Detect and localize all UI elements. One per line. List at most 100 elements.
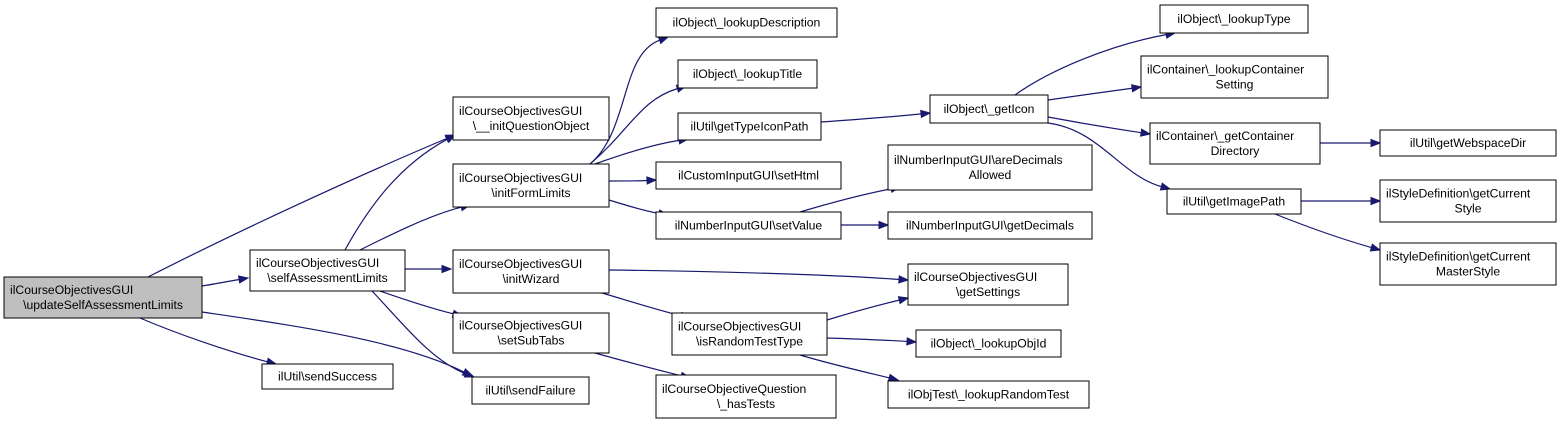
edge-line [359,206,462,251]
node-box [677,59,818,89]
node-box [655,374,837,419]
edge-getIcon-to-lookupContainerSetting [1047,84,1143,101]
edge-line [1047,122,1162,188]
edge-root-to-sendSuccess [139,317,278,366]
node-is-random-test-type[interactable]: ilCourseObjectivesGUI\isRandomTestType [671,312,828,356]
edge-line [608,179,648,182]
edge-isRandomTestType-to-getSettings [826,296,910,321]
edge-line [799,188,892,213]
node-init-form-limits[interactable]: ilCourseObjectivesGUI\initFormLimits [452,163,610,208]
arrowhead-icon [237,275,250,284]
node-box [907,263,1069,306]
node-get-type-icon-path[interactable]: ilUtil\getTypeIconPath [677,112,822,141]
node-label-line: ilUtil\sendFailure [485,384,575,398]
node-box [1379,129,1557,157]
edge-line [147,137,447,278]
node-label-line: ilObject\_getIcon [944,102,1035,116]
node-box [452,312,610,354]
node-label-line: ilCourseObjectivesGUI [459,257,582,271]
node-label-line: ilCourseObjectivesGUI [459,171,582,185]
node-get-icon[interactable]: ilObject\_getIcon [929,94,1049,124]
edge-line [139,317,268,363]
edge-initFormLimits-to-getTypeIconPath [594,136,690,165]
edge-getIcon-to-getImagePath [1047,122,1172,191]
node-box [452,96,610,141]
arrowhead-icon [1370,196,1382,206]
node-label-line: ilUtil\getImagePath [1183,195,1285,209]
edge-getIcon-to-getContainerDirectory [1047,116,1152,137]
node-send-success[interactable]: ilUtil\sendSuccess [261,363,394,390]
node-label-line: ilCourseObjectivesGUI [459,104,582,118]
node-box [1166,188,1302,215]
node-box [1149,122,1321,165]
node-send-failure[interactable]: ilUtil\sendFailure [471,376,590,405]
node-box [887,144,1093,191]
edge-initWizard-to-getSettings [608,269,910,284]
node-set-html[interactable]: ilCustomInputGUI\setHtml [655,161,842,190]
edge-line [608,269,900,280]
node-label-line: ilObject\_lookupType [1177,12,1290,26]
node-box [3,276,203,319]
node-box [1159,4,1309,34]
edge-line [826,337,908,343]
node-self-assessment-limits[interactable]: ilCourseObjectivesGUI\selfAssessmentLimi… [249,249,406,292]
node-get-decimals[interactable]: ilNumberInputGUI\getDecimals [887,211,1093,240]
node-label-line: MasterStyle [1436,265,1501,279]
node-init-question-object[interactable]: ilCourseObjectivesGUI\__initQuestionObje… [452,96,610,141]
node-set-sub-tabs[interactable]: ilCourseObjectivesGUI\setSubTabs [452,312,610,354]
node-has-tests[interactable]: ilCourseObjectiveQuestion\_hasTests [655,374,837,419]
edge-selfAssessmentLimits-to-initWizard [405,264,453,274]
node-lookup-type[interactable]: ilObject\_lookupType [1159,4,1309,34]
node-box [452,249,610,294]
edge-line [201,278,240,287]
arrowhead-icon [1139,128,1152,137]
node-get-settings[interactable]: ilCourseObjectivesGUI\getSettings [907,263,1069,306]
node-lookup-description[interactable]: ilObject\_lookupDescription [655,7,838,38]
edge-line [826,299,900,321]
node-box [671,312,828,356]
node-get-image-path[interactable]: ilUtil\getImagePath [1166,188,1302,215]
arrowhead-icon [646,176,658,185]
node-label-line: \selfAssessmentLimits [267,271,388,285]
node-label-line: ilObject\_lookupDescription [673,16,821,30]
node-label-line: ilCustomInputGUI\setHtml [678,169,819,183]
node-label-line: \initWizard [503,272,560,286]
edge-line [594,139,680,165]
node-box [655,7,838,38]
node-label-line: \setSubTabs [497,334,564,348]
node-label-line: \_hasTests [717,397,775,411]
node-root[interactable]: ilCourseObjectivesGUI\updateSelfAssessme… [3,276,203,319]
edge-getTypeIconPath-to-getIcon [820,109,932,123]
node-lookup-random-test[interactable]: ilObjTest\_lookupRandomTest [887,380,1090,409]
node-box [929,94,1049,124]
node-label-line: \isRandomTestType [696,335,803,349]
node-box [471,376,590,405]
node-label-line: ilStyleDefinition\getCurrent [1386,250,1531,264]
node-label-line: ilUtil\getWebspaceDir [1410,136,1526,150]
edge-line [799,354,890,379]
edge-line [1014,34,1167,96]
node-label-line: ilCourseObjectiveQuestion [662,382,806,396]
edge-line [608,199,660,215]
node-set-value[interactable]: ilNumberInputGUI\setValue [655,211,842,240]
arrowhead-icon [463,369,476,378]
node-label-line: ilNumberInputGUI\areDecimals [894,153,1063,167]
node-get-webspace-dir[interactable]: ilUtil\getWebspaceDir [1379,129,1557,157]
node-lookup-title[interactable]: ilObject\_lookupTitle [677,59,818,89]
edge-getImagePath-to-getCurrentStyle [1301,196,1382,206]
node-box [452,163,610,208]
node-label-line: Style [1454,202,1481,216]
node-box [1379,242,1557,286]
node-label-line: ilCourseObjectivesGUI [459,319,582,333]
node-box [1379,179,1557,223]
node-label-line: \__initQuestionObject [473,119,590,133]
node-lookup-obj-id[interactable]: ilObject\_lookupObjId [915,329,1062,358]
node-label-line: ilContainer\_lookupContainer [1147,63,1304,77]
edge-root-to-selfAssessmentLimits [201,275,250,287]
node-init-wizard[interactable]: ilCourseObjectivesGUI\initWizard [452,249,610,294]
